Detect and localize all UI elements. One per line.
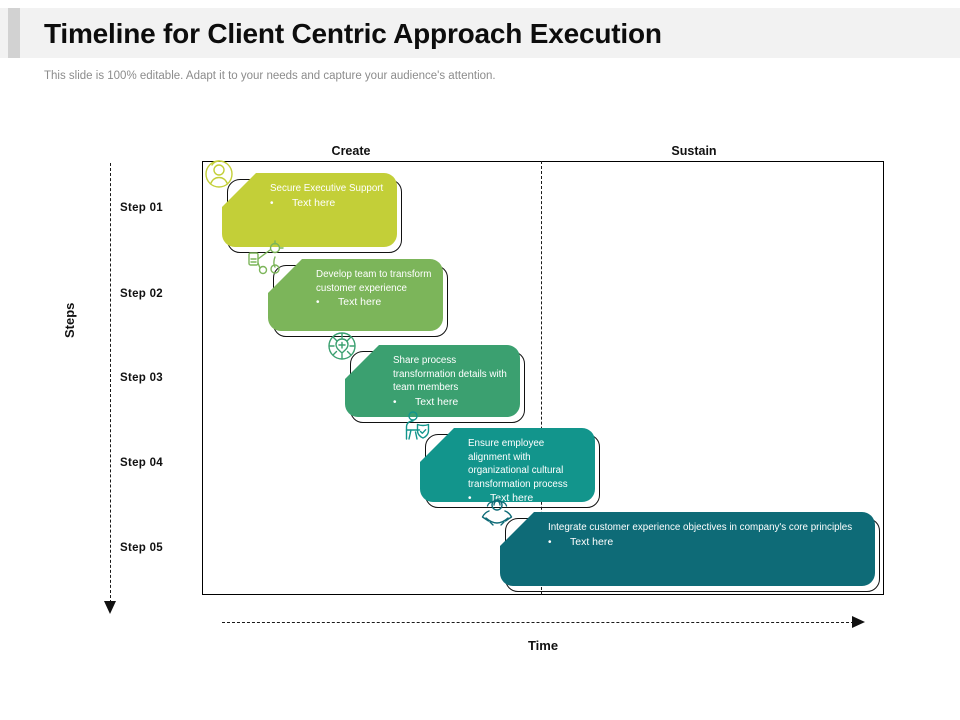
step-bar-text-2: Develop team to transform customer exper…	[316, 268, 433, 310]
step-bar-label-3: Share process transformation details wit…	[393, 355, 507, 393]
step-label-4: Step 04	[120, 457, 164, 469]
page-subtitle: This slide is 100% editable. Adapt it to…	[44, 70, 496, 82]
step-bar-bullet-text-3: Text here	[415, 395, 459, 408]
step-bar-label-5: Integrate customer experience objectives…	[548, 522, 853, 533]
time-axis-arrow-icon	[852, 616, 865, 628]
step-bar-bullet-text-4: Text here	[490, 492, 534, 504]
step-bar-text-3: Share process transformation details wit…	[393, 354, 510, 409]
bullet-dot-icon: •	[548, 536, 552, 548]
step-bar-bullet-2: • Text here	[316, 296, 433, 310]
step-bar-text-4: Ensure employee alignment with organizat…	[468, 437, 585, 506]
step-bar-fill-3	[345, 345, 520, 417]
step-bar-2[interactable]: Develop team to transform customer exper…	[248, 240, 448, 337]
step-bar-text-1: Secure Executive Support • Text here	[270, 182, 387, 210]
step-label-3: Step 03	[120, 372, 164, 384]
step-bar-fill-1	[222, 173, 397, 247]
step-bar-bullet-text-1: Text here	[292, 196, 336, 209]
step-bar-4[interactable]: Ensure employee alignment with organizat…	[405, 411, 600, 508]
phase-label-sustain: Sustain	[671, 144, 717, 158]
step-bar-1[interactable]: Secure Executive Support • Text here	[205, 160, 402, 253]
step-label-2: Step 02	[120, 288, 164, 300]
bullet-dot-icon: •	[393, 396, 397, 408]
bullet-dot-icon: •	[270, 197, 274, 209]
step-bar-label-1: Secure Executive Support	[270, 183, 384, 194]
bullet-dot-icon: •	[316, 297, 320, 308]
page-title: Timeline for Client Centric Approach Exe…	[44, 18, 662, 49]
step-bar-fill-2	[268, 259, 443, 331]
step-bar-fill-4	[420, 428, 595, 502]
step-bar-3[interactable]: Share process transformation details wit…	[328, 332, 525, 423]
time-axis-title: Time	[527, 638, 559, 653]
step-bar-bullet-5: • Text here	[548, 536, 865, 550]
step-bar-bullet-text-5: Text here	[570, 535, 614, 548]
step-bar-fill-5	[500, 512, 875, 586]
step-bar-label-2: Develop team to transform customer exper…	[316, 269, 432, 294]
step-label-1: Step 01	[120, 202, 164, 214]
steps-axis-line	[110, 163, 111, 603]
step-bar-label-4: Ensure employee alignment with organizat…	[468, 438, 568, 490]
steps-axis-arrow-icon	[104, 601, 116, 614]
header-accent-bar	[8, 8, 20, 58]
step-bar-bullet-text-2: Text here	[338, 296, 382, 308]
phase-divider-line	[541, 161, 542, 595]
header-band	[0, 8, 960, 58]
steps-axis-title: Steps	[62, 302, 77, 338]
step-bar-text-5: Integrate customer experience objectives…	[548, 521, 865, 549]
step-label-5: Step 05	[120, 542, 164, 554]
step-bar-bullet-4: • Text here	[468, 492, 585, 506]
bullet-dot-icon: •	[468, 493, 472, 504]
step-bar-bullet-1: • Text here	[270, 197, 387, 211]
phase-label-create: Create	[331, 144, 371, 158]
step-bar-5[interactable]: Integrate customer experience objectives…	[481, 499, 880, 592]
time-axis-line	[222, 622, 854, 623]
step-bar-bullet-3: • Text here	[393, 396, 510, 410]
